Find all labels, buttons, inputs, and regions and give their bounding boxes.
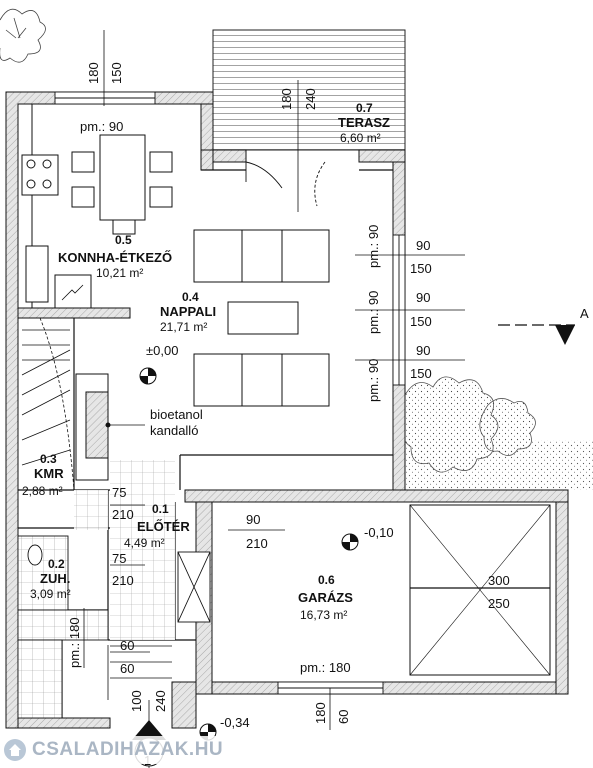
room-name-konyha: KONNHA-ÉTKEZŐ [58,250,172,265]
room-name-nappali: NAPPALI [160,304,216,319]
dim-terrace-180: 180 [279,88,294,110]
dim-east-90-2: 90 [416,290,430,305]
room-area-konyha: 10,21 m² [96,266,143,280]
note-bioetanol: bioetanol [150,407,203,422]
dim-eloter-90: 90 [246,512,260,527]
closet [177,551,211,623]
dim-kmr-210: 210 [112,507,134,522]
dining-table [71,134,173,235]
level-entrance: -0,34 [220,715,250,730]
dim-kmr-75: 75 [112,485,126,500]
dim-garage-180: 180 [313,702,328,724]
dim-entry-240: 240 [153,690,168,712]
entry-steps [110,645,172,679]
shrub-nw [0,8,46,63]
room-area-eloter: 4,49 m² [124,536,165,550]
dim-east-150-2: 150 [410,314,432,329]
dim-garage-60: 60 [336,710,351,724]
living-furniture [193,229,330,407]
watermark-text: CSALADIHAZAK.HU [32,739,224,760]
terrace-deck [212,29,406,151]
watermark: CSALADIHAZAK.HU [4,736,232,764]
room-name-kmr: KMR [34,466,64,481]
level-marker-nappali [139,367,157,385]
note-kandallo: kandalló [150,423,198,438]
room-area-kmr: 2,88 m² [22,484,63,498]
dim-zuh-75: 75 [112,551,126,566]
level-garazs: -0,10 [364,525,394,540]
garage-door [409,504,551,676]
dim-east-90-1: 90 [416,238,430,253]
dim-kitchen-150: 150 [109,62,124,84]
dim-zuh-210: 210 [112,573,134,588]
dim-east-pm-1b: pm.: 90 [366,225,381,268]
dim-entry-60-1: 60 [120,638,134,653]
kitchen-counter [17,103,92,309]
room-number-zuh: 0.2 [48,557,65,571]
entry-tiles [110,460,175,640]
shrub-east [401,376,593,490]
room-number-terasz: 0.7 [356,101,373,115]
dim-east-pm-3: pm.: 90 [366,359,381,402]
room-number-eloter: 0.1 [152,502,169,516]
room-number-konyha: 0.5 [115,233,132,247]
dim-kitchen-pm: pm.: 90 [80,119,123,134]
stairs [21,317,75,491]
room-area-zuh: 3,09 m² [30,587,71,601]
bathroom-fixtures [17,535,109,719]
terrace-door [245,161,326,207]
kmr-tiles [74,490,108,530]
dim-terrace-240: 240 [303,88,318,110]
dim-garage-250: 250 [488,596,510,611]
dim-east-pm-2: pm.: 90 [366,291,381,334]
room-area-garazs: 16,73 m² [300,608,347,622]
house-logo-icon [4,739,26,761]
room-number-garazs: 0.6 [318,573,335,587]
room-name-terasz: TERASZ [338,115,390,130]
room-name-eloter: ELŐTÉR [137,519,190,534]
dim-eloter-210: 210 [246,536,268,551]
section-label: A [580,306,589,321]
room-name-garazs: GARÁZS [298,590,353,605]
room-area-terasz: 6,60 m² [340,131,381,145]
room-number-kmr: 0.3 [40,452,57,466]
room-name-zuh: ZUH. [40,571,70,586]
dim-garage-pm: pm.: 180 [300,660,351,675]
section-marker-a: A [498,306,589,345]
dim-entry-60-2: 60 [120,661,134,676]
room-area-nappali: 21,71 m² [160,320,207,334]
dim-kitchen-180: 180 [86,62,101,84]
fireplace [75,373,145,481]
dim-east-90-3: 90 [416,343,430,358]
dim-entry-100: 100 [129,690,144,712]
level-nappali: ±0,00 [146,343,178,358]
dim-east-150-1: 150 [410,261,432,276]
dim-zuh-pm: pm.: 180 [67,617,82,668]
room-number-nappali: 0.4 [182,290,199,304]
dim-garage-300: 300 [488,573,510,588]
level-marker-garazs [341,533,359,551]
dim-east-150-3: 150 [410,366,432,381]
